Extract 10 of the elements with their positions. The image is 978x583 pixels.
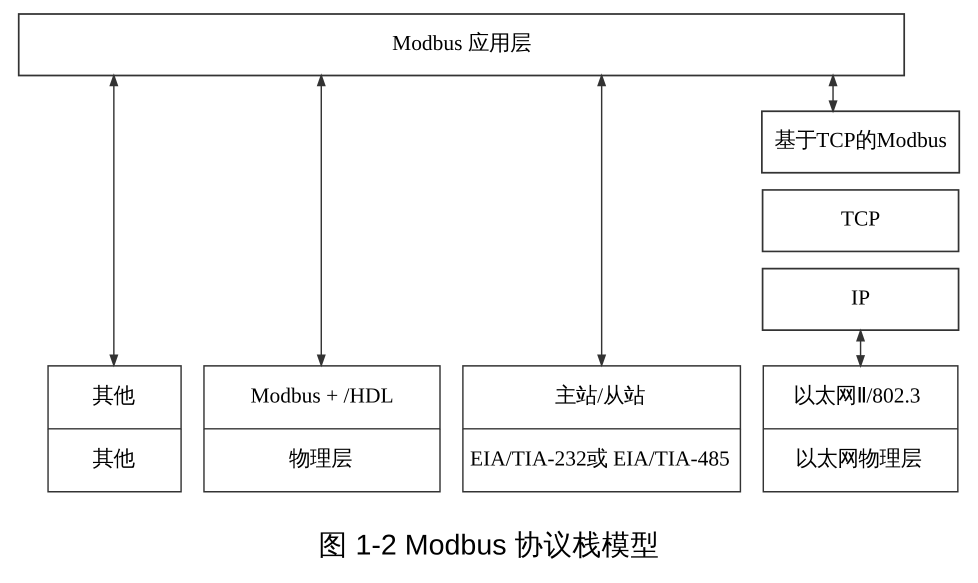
arrow — [109, 73, 118, 368]
arrow — [856, 328, 866, 368]
caption: 图 1-2 Modbus 协议栈模型 — [318, 530, 660, 562]
node-box: TCP — [762, 189, 960, 252]
arrow — [316, 73, 326, 368]
node-box: IP — [762, 268, 960, 331]
node-box: Modbus 应用层 — [18, 13, 906, 76]
node-box: 基于TCP的Modbus — [761, 110, 960, 174]
arrow — [597, 73, 606, 368]
arrow — [828, 73, 838, 114]
